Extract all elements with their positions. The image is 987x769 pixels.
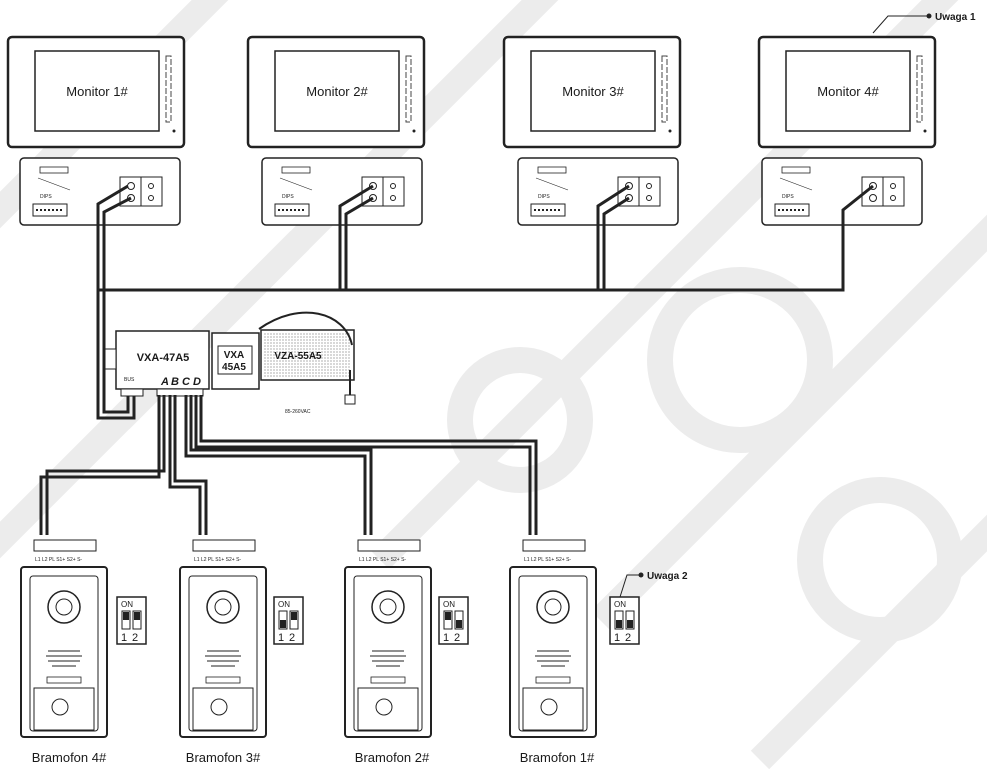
interface-board-2: DIPS bbox=[261, 157, 423, 226]
svg-text:2: 2 bbox=[454, 632, 460, 644]
terminal-labels-3: L1 L2 PL S1+ S2+ S- bbox=[194, 557, 241, 563]
mains-voltage-label: 85-260VAC bbox=[285, 409, 311, 415]
svg-text:ON: ON bbox=[121, 600, 133, 609]
door-station-2: L1 L2 PL S1+ S2+ S- Bramofon 2# bbox=[344, 539, 432, 765]
note-1: Uwaga 1 bbox=[872, 12, 976, 34]
port-c-label: C bbox=[182, 376, 191, 388]
door-station-cables bbox=[39, 395, 538, 535]
svg-text:ON: ON bbox=[614, 600, 626, 609]
dip-switch-3: ON 1 2 bbox=[273, 596, 304, 645]
door-station-1-label: Bramofon 1# bbox=[520, 750, 595, 765]
svg-text:1: 1 bbox=[278, 632, 284, 644]
terminal-labels-1: L1 L2 PL S1+ S2+ S- bbox=[524, 557, 571, 563]
monitor-3-label: Monitor 3# bbox=[562, 84, 624, 99]
monitor-4-label: Monitor 4# bbox=[817, 84, 879, 99]
note-2-leader bbox=[619, 574, 640, 598]
door-station-3-label: Bramofon 3# bbox=[186, 750, 261, 765]
note-1-label: Uwaga 1 bbox=[935, 12, 976, 23]
terminal-labels-4: L1 L2 PL S1+ S2+ S- bbox=[35, 557, 82, 563]
door-station-3: L1 L2 PL S1+ S2+ S- Bramofon 3# bbox=[179, 539, 267, 765]
interface-board-1: DIPS bbox=[19, 157, 181, 226]
note-1-leader bbox=[872, 15, 928, 34]
svg-text:2: 2 bbox=[625, 632, 631, 644]
bus-label: BUS bbox=[124, 377, 135, 383]
vza-55a5-label: VZA-55A5 bbox=[274, 351, 322, 362]
svg-text:1: 1 bbox=[614, 632, 620, 644]
dips-label-1: DIPS bbox=[40, 194, 52, 200]
dips-label-2: DIPS bbox=[282, 194, 294, 200]
monitor-2-label: Monitor 2# bbox=[306, 84, 368, 99]
monitor-1: Monitor 1# bbox=[6, 35, 186, 149]
svg-text:1: 1 bbox=[443, 632, 449, 644]
dip-switch-4: ON 1 2 bbox=[116, 596, 147, 645]
note-2: Uwaga 2 bbox=[619, 571, 688, 598]
dips-label-3: DIPS bbox=[538, 194, 550, 200]
svg-text:1: 1 bbox=[121, 632, 127, 644]
terminal-labels-2: L1 L2 PL S1+ S2+ S- bbox=[359, 557, 406, 563]
distributor-vxa-45a5: VXA 45A5 bbox=[211, 332, 260, 390]
monitor-4: Monitor 4# bbox=[757, 35, 937, 149]
door-station-4: L1 L2 PL S1+ S2+ S- Bramofon 4# bbox=[20, 539, 108, 765]
interface-board-4: DIPS bbox=[761, 157, 923, 226]
svg-text:2: 2 bbox=[132, 632, 138, 644]
dip-switch-2: ON 1 2 bbox=[438, 596, 469, 645]
door-station-1: L1 L2 PL S1+ S2+ S- Bramofon 1# bbox=[509, 539, 597, 765]
svg-text:ON: ON bbox=[278, 600, 290, 609]
port-d-label: D bbox=[193, 376, 201, 388]
monitor-2: Monitor 2# bbox=[246, 35, 426, 149]
port-a-label: A bbox=[160, 376, 169, 388]
vxa-47a5-label: VXA-47A5 bbox=[137, 352, 190, 364]
dips-label-4: DIPS bbox=[782, 194, 794, 200]
svg-text:ON: ON bbox=[443, 600, 455, 609]
monitor-bus-cable bbox=[96, 184, 874, 420]
vxa-45a5-label-line2: 45A5 bbox=[222, 362, 246, 373]
dip-switch-1: ON 1 2 bbox=[609, 596, 640, 645]
vxa-45a5-label-line1: VXA bbox=[224, 350, 245, 361]
power-supply-vza-55a5: VZA-55A5 85-260VAC bbox=[258, 311, 356, 415]
monitor-3: Monitor 3# bbox=[502, 35, 682, 149]
svg-text:2: 2 bbox=[289, 632, 295, 644]
distributor-vxa-47a5: VXA-47A5 BUS A B C D bbox=[104, 330, 210, 397]
note-2-label: Uwaga 2 bbox=[647, 571, 688, 582]
port-b-label: B bbox=[171, 376, 179, 388]
monitor-1-label: Monitor 1# bbox=[66, 84, 128, 99]
door-station-4-label: Bramofon 4# bbox=[32, 750, 107, 765]
door-station-2-label: Bramofon 2# bbox=[355, 750, 430, 765]
